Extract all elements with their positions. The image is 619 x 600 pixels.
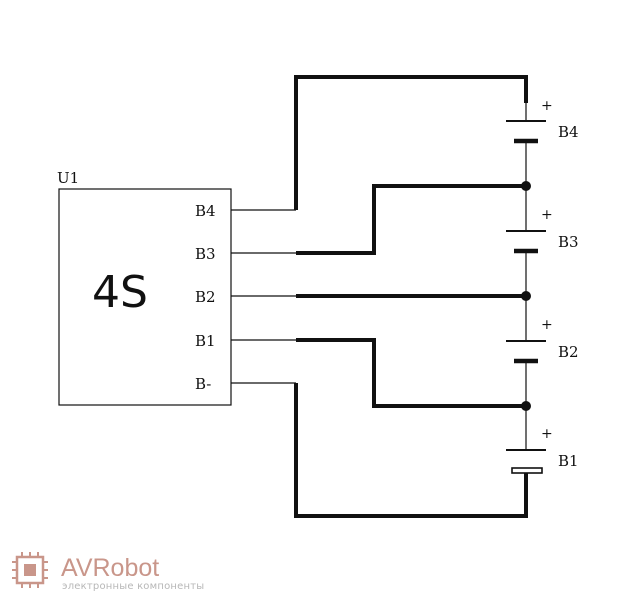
junction-dot [521,401,531,411]
chip-icon [12,552,48,588]
junctions [521,181,531,411]
cell-b3: + B3 [506,207,579,254]
cell-polarity: + [541,98,553,114]
module-body [58,188,232,406]
wire-bminus [294,383,528,518]
cell-negative-plate [511,467,543,474]
pin-label-bminus: B- [195,375,211,393]
junction-dot [521,291,531,301]
cell-polarity: + [541,426,553,442]
bms-module: U1 4S B4 B3 B2 B1 B- [57,169,232,406]
cell-label: B2 [558,343,579,361]
pin-label-b4: B4 [195,202,216,220]
logo-tagline: электронные компоненты [62,581,204,592]
cell-b4: + B4 [506,98,579,144]
pin-label-b3: B3 [195,245,216,263]
cell-b2: + B2 [506,317,579,364]
pin-label-b2: B2 [195,288,216,306]
module-ref: U1 [57,169,79,187]
wires [294,75,528,518]
cell-polarity: + [541,317,553,333]
cell-label: B3 [558,233,579,251]
wire-b1 [296,338,526,408]
cell-b1: + B1 [506,426,579,474]
watermark-logo: AVRobot электронные компоненты [12,552,204,592]
junction-dot [521,181,531,191]
pin-label-b1: B1 [195,332,216,350]
cell-label: B4 [558,123,579,141]
pin-leads [231,209,296,384]
wire-b3 [296,184,526,255]
module-type: 4S [92,267,148,318]
cell-label: B1 [558,452,579,470]
logo-name: AVRobot [61,554,159,582]
cell-polarity: + [541,207,553,223]
wire-b4 [294,75,528,210]
